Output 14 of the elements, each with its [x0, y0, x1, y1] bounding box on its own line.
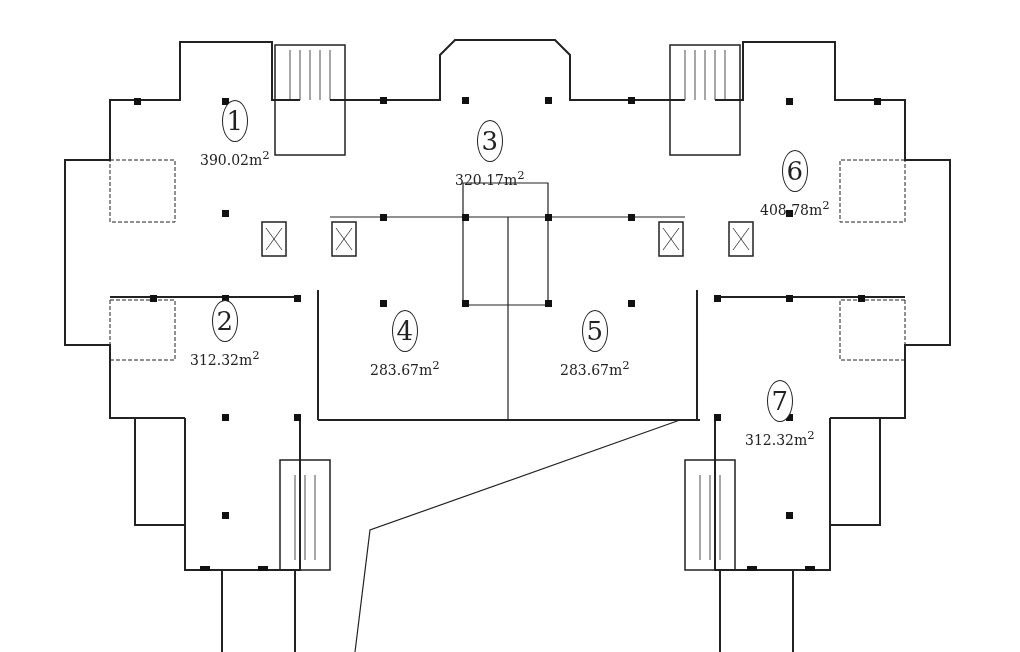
unit-number: 5 — [581, 310, 608, 352]
area-label: 408.78m$^{2}$ — [760, 198, 830, 218]
unit-number: 3 — [476, 120, 503, 162]
unit-number: 4 — [391, 310, 418, 352]
area-label: 320.17m$^{2}$ — [455, 168, 525, 188]
area-label: 283.67m$^{2}$ — [370, 358, 440, 378]
unit-number: 1 — [221, 100, 248, 142]
unit-number: 2 — [211, 300, 238, 342]
area-label: 312.32m$^{2}$ — [745, 428, 815, 448]
unit-number: 6 — [781, 150, 808, 192]
area-label: 312.32m$^{2}$ — [190, 348, 260, 368]
unit-number: 7 — [766, 380, 793, 422]
area-label: 283.67m$^{2}$ — [560, 358, 630, 378]
area-label: 390.02m$^{2}$ — [200, 148, 270, 168]
